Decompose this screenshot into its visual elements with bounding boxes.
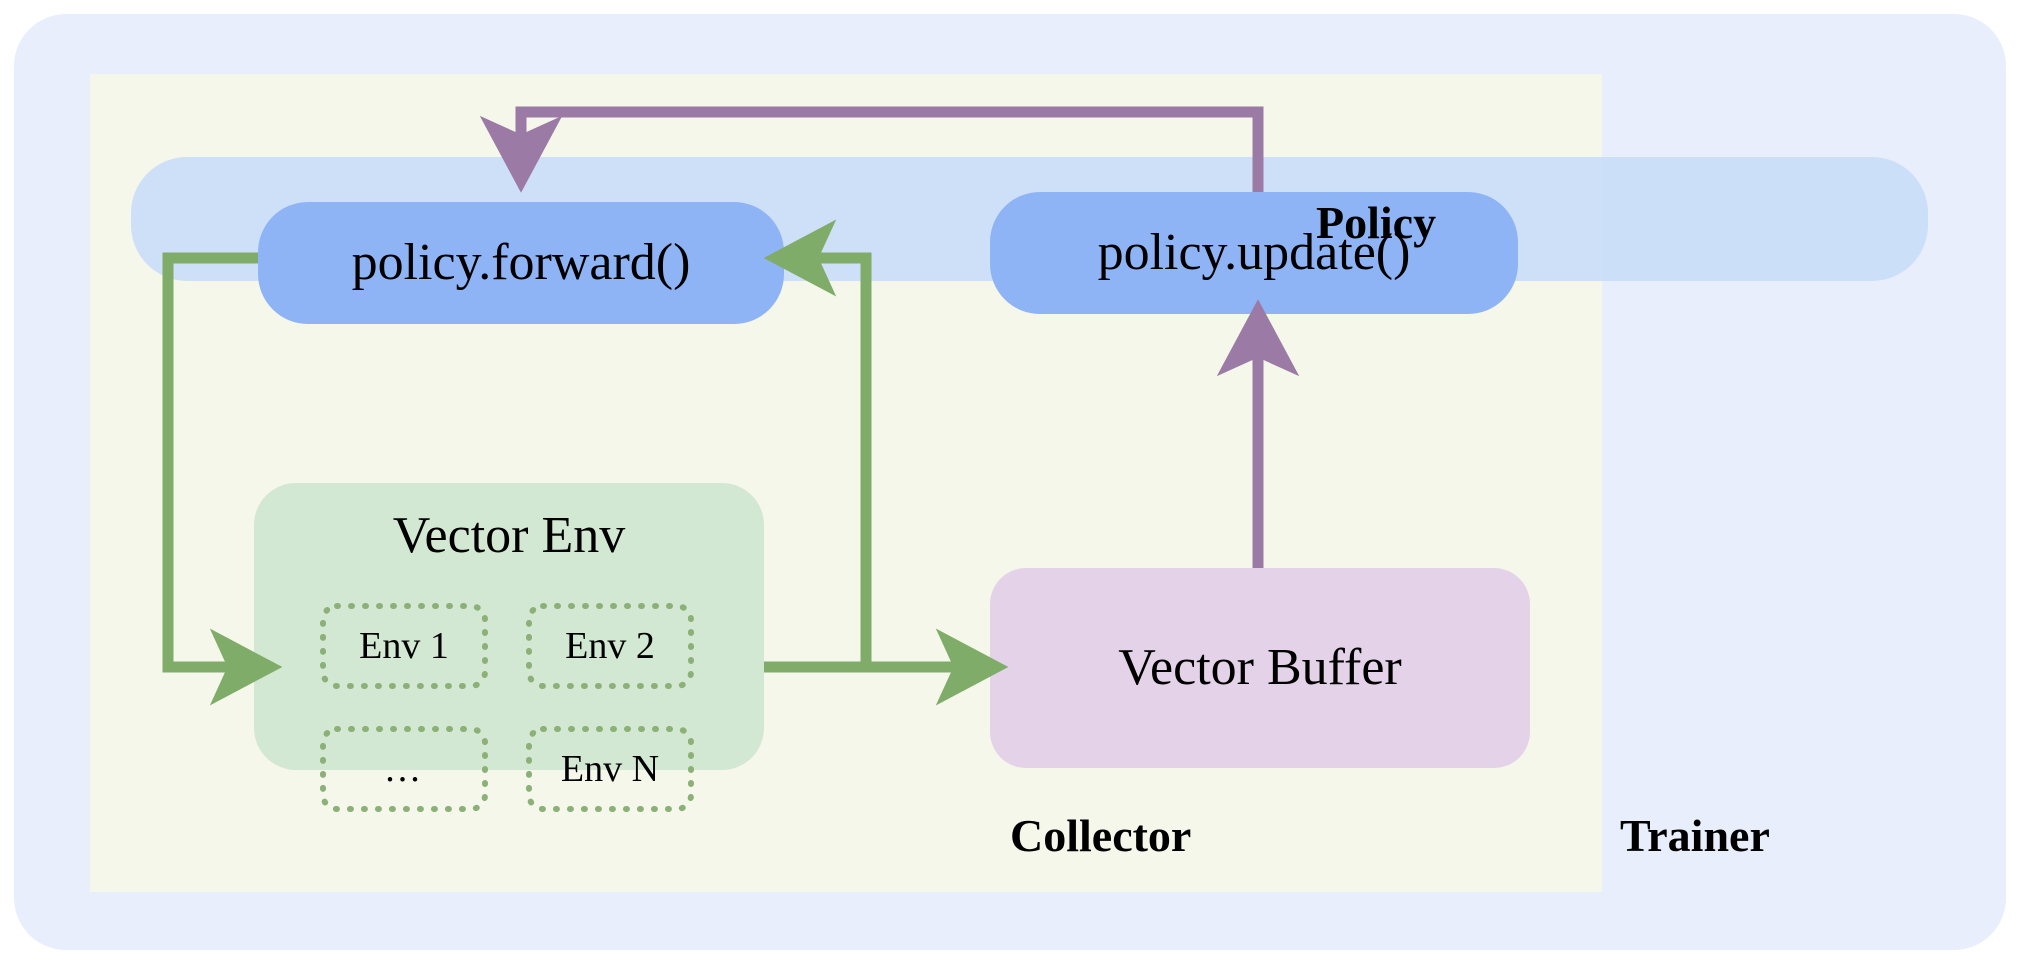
node-vector-env	[254, 483, 764, 770]
edge-forward-to-env	[162, 252, 283, 706]
edge-update-to-forward	[479, 106, 1264, 193]
node-policy-update-label: policy.update()	[1097, 224, 1411, 281]
container-policy-label: Policy	[1316, 197, 1437, 248]
env-box-2	[526, 603, 694, 689]
node-vector-buffer-label: Vector Buffer	[1118, 639, 1402, 696]
env-box-n	[526, 726, 694, 812]
node-policy-forward-label: policy.forward()	[351, 234, 691, 291]
node-policy-forward	[258, 202, 784, 324]
node-policy-update	[990, 192, 1518, 314]
env-label-n: Env N	[560, 748, 660, 790]
node-vector-buffer	[990, 568, 1530, 768]
env-box-1	[320, 603, 488, 689]
env-label-1: Env 1	[359, 625, 449, 667]
env-label-2: Env 2	[565, 625, 655, 667]
container-trainer-label: Trainer	[1620, 810, 1770, 861]
env-label-dots: ...	[385, 748, 423, 790]
env-box-dots	[320, 726, 488, 812]
node-vector-env-label: Vector Env	[392, 507, 626, 564]
container-collector-label: Collector	[1010, 810, 1192, 861]
